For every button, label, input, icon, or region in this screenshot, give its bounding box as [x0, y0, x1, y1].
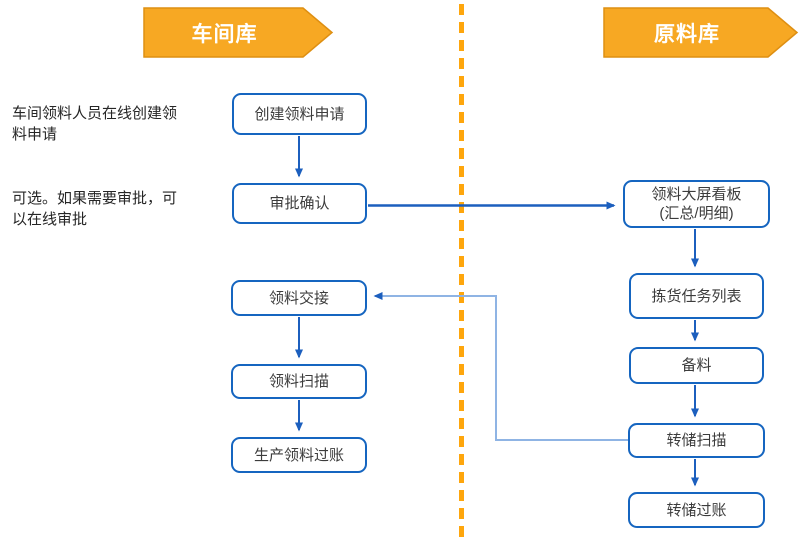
lane-label-raw-material: 原料库 [654, 22, 720, 46]
banner-arrow-shape-right [603, 7, 799, 58]
node-approve-confirm: 审批确认 [232, 183, 367, 224]
node-label: 转储过账 [666, 501, 727, 519]
connector-transferscan-to-handover [373, 292, 628, 441]
node-label: 领料交接 [268, 289, 329, 307]
node-dashboard: 领料大屏看板 (汇总/明细) [623, 180, 770, 228]
node-label: (汇总/明细) [659, 205, 734, 222]
node-label: 生产领料过账 [253, 446, 344, 464]
annotation-create-request: 车间领料人员在线创建领 料申请 [12, 103, 177, 145]
node-production-posting: 生产领料过账 [231, 437, 367, 473]
node-label: 创建领料申请 [254, 105, 345, 123]
node-label: 领料扫描 [268, 373, 329, 390]
lane-divider-dashed-line [459, 4, 464, 537]
annotation-line: 可选。如果需要审批，可 [12, 190, 178, 207]
node-label: 审批确认 [269, 195, 330, 212]
banner-arrow-shape-left [143, 7, 334, 58]
node-label: 备料 [681, 357, 712, 374]
node-prepare-material: 备料 [629, 347, 764, 384]
annotation-line: 料申请 [12, 126, 58, 143]
annotation-optional-approval: 可选。如果需要审批，可 以在线审批 [12, 188, 177, 230]
lane-banner-raw-material: 原料库 [603, 7, 799, 58]
node-transfer-scan: 转储扫描 [628, 423, 765, 458]
node-label: 拣货任务列表 [651, 287, 742, 305]
annotation-line: 车间领料人员在线创建领 [12, 105, 178, 122]
annotation-line: 以在线审批 [12, 211, 88, 228]
node-label: 转储扫描 [666, 432, 727, 449]
node-create-request: 创建领料申请 [232, 93, 367, 135]
lane-label-workshop: 车间库 [191, 22, 258, 46]
lane-banner-workshop: 车间库 [143, 7, 334, 58]
node-pick-task-list: 拣货任务列表 [629, 273, 764, 319]
node-pick-scan: 领料扫描 [231, 364, 367, 399]
node-transfer-posting: 转储过账 [628, 492, 765, 528]
node-label: 领料大屏看板 [651, 186, 742, 203]
node-pick-handover: 领料交接 [231, 280, 367, 316]
